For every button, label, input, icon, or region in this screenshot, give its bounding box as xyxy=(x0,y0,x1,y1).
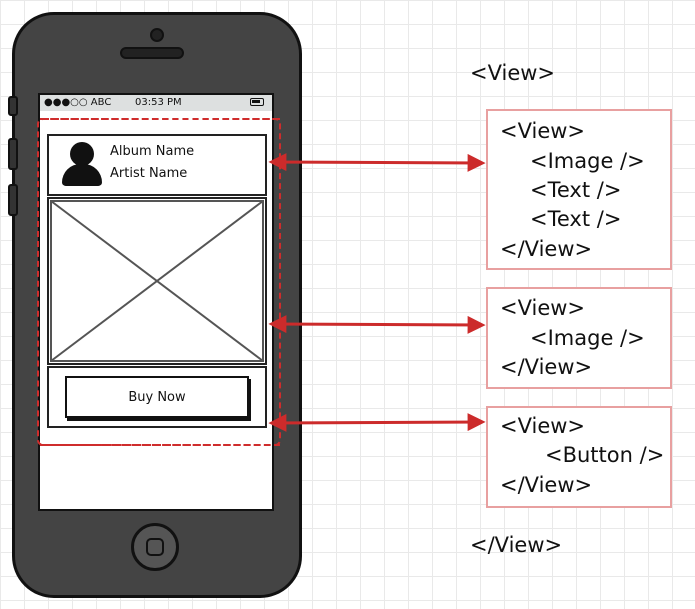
speaker-icon xyxy=(120,47,184,59)
arrow-button xyxy=(268,413,486,432)
battery-icon xyxy=(250,98,264,106)
arrow-header xyxy=(268,153,486,172)
code-box-header-line-2: <Image /> xyxy=(530,149,645,173)
phone-side-button xyxy=(8,96,18,116)
phone-volume-up-button xyxy=(8,138,18,170)
code-box-header-line-3: <Text /> xyxy=(530,178,622,202)
home-button-square xyxy=(146,538,164,556)
outer-view-bottom-dash xyxy=(40,444,280,446)
artist-name-text: Artist Name xyxy=(110,166,188,181)
avatar-icon xyxy=(70,142,94,166)
status-time: 03:53 PM xyxy=(135,97,182,108)
code-box-image-line-3: </View> xyxy=(500,355,593,379)
status-bar: ●●●○○ ABC 03:53 PM xyxy=(40,95,272,111)
phone-volume-down-button xyxy=(8,184,18,216)
album-name-text: Album Name xyxy=(110,144,195,159)
code-box-image xyxy=(486,287,672,389)
code-box-header xyxy=(486,109,672,270)
code-box-image-line-2: <Image /> xyxy=(530,326,645,350)
camera-icon xyxy=(150,28,164,42)
code-box-button-line-1: <View> xyxy=(500,414,586,438)
outer-view-close-tag: </View> xyxy=(470,533,563,557)
code-box-header-line-1: <View> xyxy=(500,119,586,143)
code-box-button xyxy=(486,406,672,508)
code-box-header-line-4: <Text /> xyxy=(530,207,622,231)
home-button-icon[interactable] xyxy=(131,523,179,571)
code-box-button-line-2: <Button /> xyxy=(545,443,665,467)
outer-view-open-tag: <View> xyxy=(470,61,556,85)
code-box-image-line-1: <View> xyxy=(500,296,586,320)
code-box-button-line-3: </View> xyxy=(500,473,593,497)
status-carrier: ●●●○○ ABC xyxy=(44,97,112,108)
arrow-image xyxy=(268,315,486,334)
avatar-body xyxy=(62,164,102,186)
code-box-header-line-5: </View> xyxy=(500,237,593,261)
buy-now-button[interactable]: Buy Now xyxy=(65,376,249,418)
